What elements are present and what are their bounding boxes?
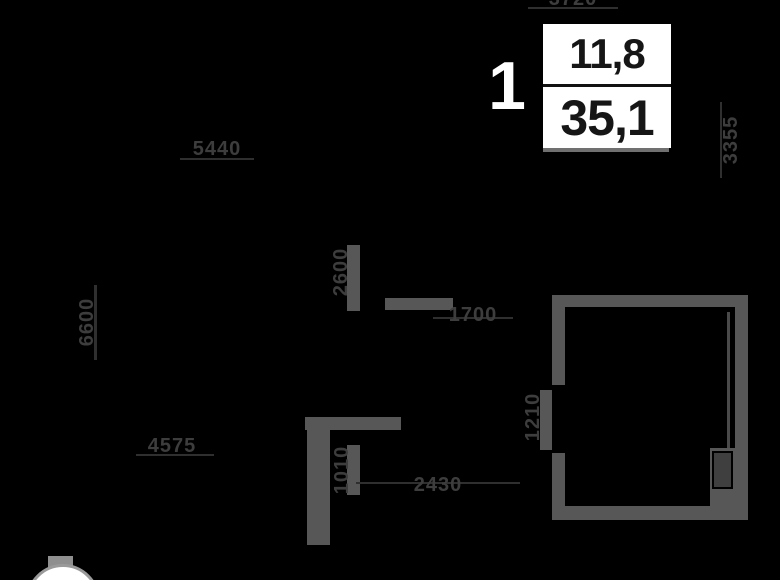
dimension-label-top-left: 5440 xyxy=(192,138,242,160)
wall-hall-vertical xyxy=(307,417,330,545)
area-badge: 11,8 35,1 xyxy=(543,24,671,148)
wall-room-left-upper xyxy=(552,295,565,385)
dimension-line-inner xyxy=(433,317,513,319)
badge-shadow xyxy=(543,148,669,152)
unit-rooms-count: 1 xyxy=(488,48,526,124)
wall-upper-vertical xyxy=(347,245,360,311)
dimension-line-right xyxy=(720,102,722,178)
door-swing-arc xyxy=(26,564,100,580)
living-area-cell: 11,8 xyxy=(543,24,671,84)
dimension-line-left xyxy=(94,285,97,360)
total-area-value: 35,1 xyxy=(560,89,654,146)
dimension-label-doorway: 1210 xyxy=(522,392,544,442)
dimension-line-bottom-inner xyxy=(356,482,520,484)
living-area-value: 11,8 xyxy=(569,30,645,77)
dimension-label-inner: 1700 xyxy=(448,304,498,326)
dimension-label-right: 3355 xyxy=(720,115,742,165)
wall-door-pier xyxy=(540,390,552,450)
dimension-line-hall xyxy=(136,454,214,456)
dimension-line-top-left xyxy=(180,158,254,160)
badge-divider xyxy=(543,84,671,87)
dimension-label-mid-vertical: 2600 xyxy=(330,247,352,297)
dimension-label-hall-small: 1010 xyxy=(331,445,353,495)
dimension-label-left: 6600 xyxy=(76,297,98,347)
dimension-label-hall: 4575 xyxy=(147,435,197,457)
dimension-label-bottom-inner: 2430 xyxy=(413,474,463,496)
duct-shaft xyxy=(712,451,733,489)
dimension-line-top xyxy=(528,7,618,9)
wall-room-left-lower xyxy=(552,453,565,520)
wall-upper-horizontal xyxy=(385,298,453,310)
wall-room-bottom xyxy=(552,506,748,520)
dimension-label-top: 3720 xyxy=(531,0,615,9)
interior-edge-line xyxy=(727,312,730,450)
wall-room-top xyxy=(552,295,748,307)
total-area-cell: 35,1 xyxy=(543,87,671,148)
